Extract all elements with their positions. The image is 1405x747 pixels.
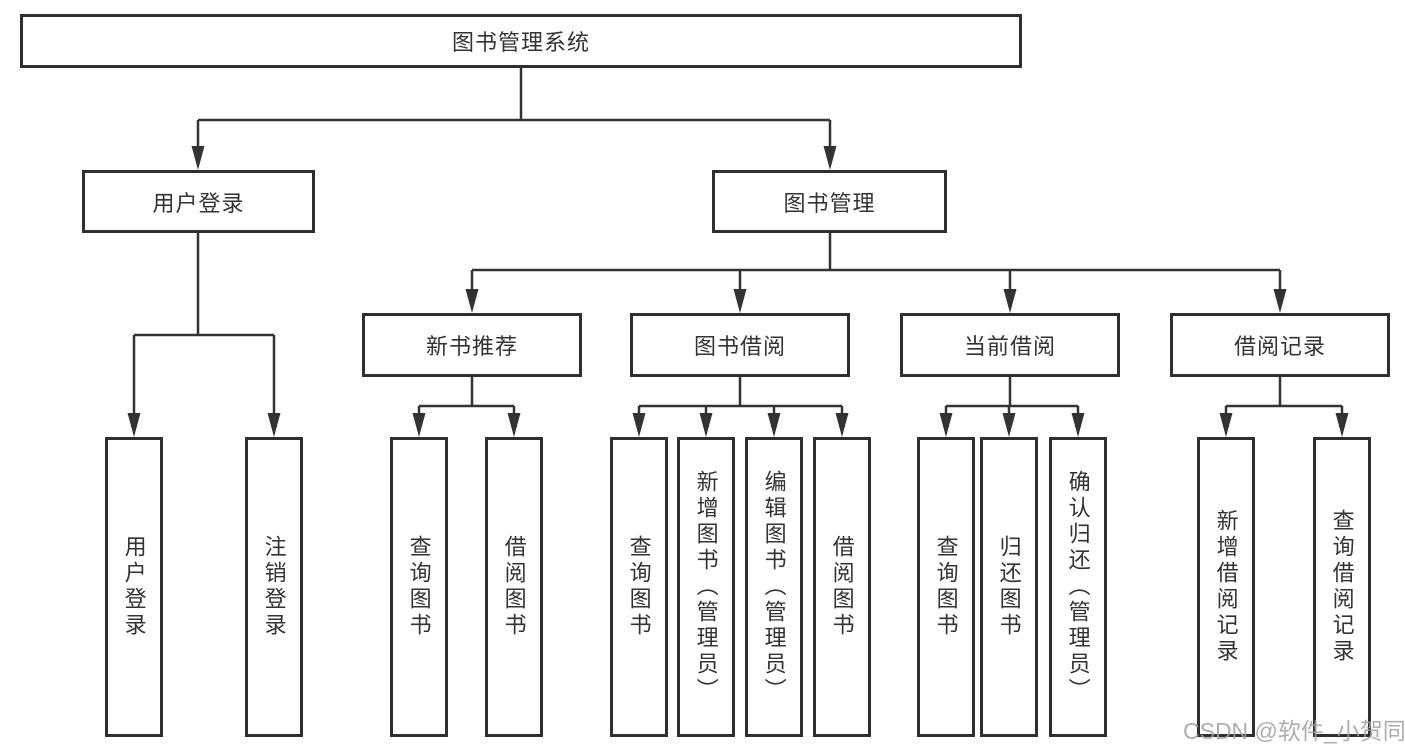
node-label: 借阅记录 xyxy=(1233,334,1326,359)
node-label: 确认归还（管理员） xyxy=(1065,470,1091,704)
node-label: 新增借阅记录 xyxy=(1213,509,1239,665)
leaf-query-book-3: 查询图书 xyxy=(917,437,975,737)
node-label: 借阅图书 xyxy=(829,535,855,639)
node-label: 用户登录 xyxy=(121,535,147,639)
node-borrow-records: 借阅记录 xyxy=(1170,313,1390,377)
leaf-borrow-book-2: 借阅图书 xyxy=(813,437,871,737)
node-label: 当前借阅 xyxy=(963,334,1056,359)
node-new-book-recommend: 新书推荐 xyxy=(362,313,582,377)
leaf-confirm-return-admin: 确认归还（管理员） xyxy=(1049,437,1107,737)
node-label: 图书管理系统 xyxy=(451,30,590,55)
leaf-query-book-2: 查询图书 xyxy=(610,437,668,737)
leaf-logout: 注销登录 xyxy=(245,437,303,737)
node-label: 图书借阅 xyxy=(693,334,786,359)
leaf-user-login: 用户登录 xyxy=(105,437,163,737)
node-label: 用户登录 xyxy=(152,190,245,216)
leaf-query-book-1: 查询图书 xyxy=(390,437,448,737)
node-label: 注销登录 xyxy=(261,535,287,639)
leaf-add-book-admin: 新增图书（管理员） xyxy=(677,437,735,737)
node-current-borrowing: 当前借阅 xyxy=(900,313,1120,377)
node-label: 查询图书 xyxy=(626,535,652,639)
node-label: 新书推荐 xyxy=(425,334,518,359)
leaf-return-book: 归还图书 xyxy=(980,437,1038,737)
node-label: 编辑图书（管理员） xyxy=(761,470,787,704)
node-label: 查询图书 xyxy=(406,535,432,639)
node-label: 新增图书（管理员） xyxy=(693,470,719,704)
node-label: 归还图书 xyxy=(996,535,1022,639)
node-user-login: 用户登录 xyxy=(82,170,315,233)
csdn-watermark: CSDN @软件_小贺同学 xyxy=(1183,718,1405,744)
node-label: 借阅图书 xyxy=(501,535,527,639)
node-label: 查询借阅记录 xyxy=(1329,509,1355,665)
leaf-add-borrow-record: 新增借阅记录 xyxy=(1197,437,1255,737)
node-book-borrowing: 图书借阅 xyxy=(630,313,850,377)
node-label: 图书管理 xyxy=(783,190,876,216)
leaf-query-borrow-record: 查询借阅记录 xyxy=(1313,437,1371,737)
node-root: 图书管理系统 xyxy=(20,14,1022,68)
leaf-edit-book-admin: 编辑图书（管理员） xyxy=(745,437,803,737)
node-book-management: 图书管理 xyxy=(712,170,947,233)
node-label: 查询图书 xyxy=(933,535,959,639)
leaf-borrow-book-1: 借阅图书 xyxy=(485,437,543,737)
